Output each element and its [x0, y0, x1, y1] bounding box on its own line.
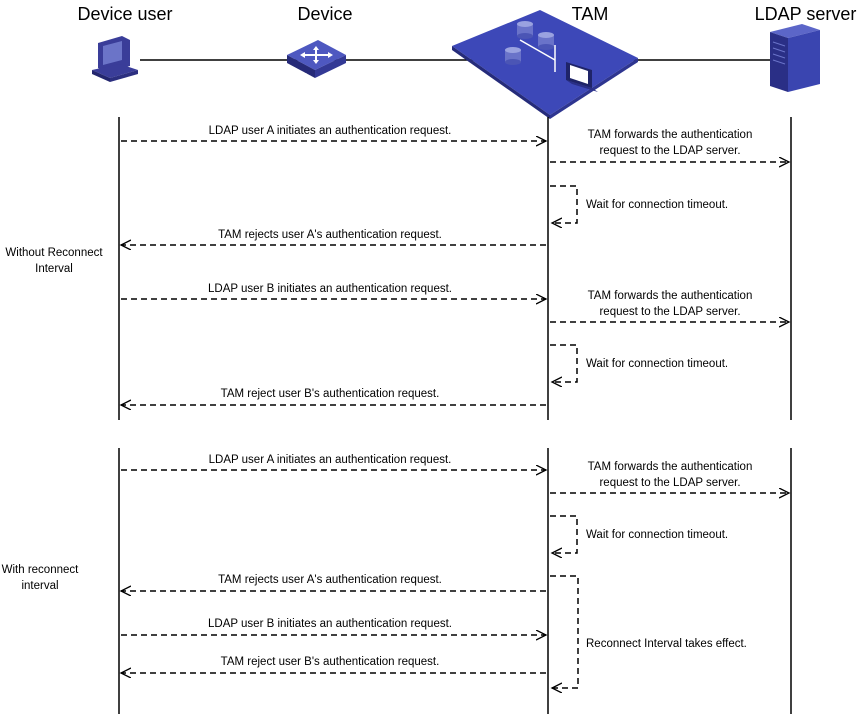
- loop-note: Wait for connection timeout.: [586, 358, 729, 370]
- actor-label-device: Device: [297, 4, 353, 24]
- message-label: LDAP user B initiates an authentication …: [208, 283, 452, 295]
- database-icon: [505, 47, 521, 65]
- self-loop-arrow: [550, 575, 579, 688]
- message-label-line: request to the LDAP server.: [599, 145, 741, 157]
- message-label: TAM rejects user A's authentication requ…: [218, 574, 442, 586]
- database-icon: [517, 21, 533, 39]
- message-label: TAM forwards the authentication request …: [560, 127, 780, 159]
- self-loop-arrow: [550, 515, 578, 553]
- actor-label-device-user: Device user: [77, 4, 173, 24]
- message-label: TAM rejects user A's authentication requ…: [218, 229, 442, 241]
- message-label-line: TAM forwards the authentication: [587, 129, 753, 141]
- message-label-line: request to the LDAP server.: [599, 306, 741, 318]
- reconnect-interval-note: Reconnect Interval takes effect.: [586, 638, 747, 650]
- message-label: TAM reject user B's authentication reque…: [220, 388, 440, 400]
- message-label: LDAP user A initiates an authentication …: [208, 125, 452, 137]
- self-loop-arrow: [550, 185, 578, 223]
- message-label-line: request to the LDAP server.: [599, 477, 741, 489]
- self-loop-arrow: [550, 344, 578, 382]
- pc-icon: [92, 36, 138, 82]
- message-label-line: TAM forwards the authentication: [587, 461, 753, 473]
- loop-note: Wait for connection timeout.: [586, 529, 729, 541]
- section-label-with-reconnect: With reconnect interval: [1, 564, 79, 592]
- message-label: LDAP user A initiates an authentication …: [208, 454, 452, 466]
- lifelines: [118, 117, 792, 714]
- section-label-without-reconnect: Without Reconnect Interval: [5, 247, 103, 275]
- tam-server-icon: [452, 10, 638, 119]
- message-label: LDAP user B initiates an authentication …: [208, 618, 452, 630]
- laptop-icon: [566, 62, 598, 92]
- message-label: TAM forwards the authentication request …: [560, 288, 780, 320]
- message-label-line: TAM forwards the authentication: [587, 290, 753, 302]
- message-label: TAM forwards the authentication request …: [560, 459, 780, 491]
- actor-label-tam: TAM: [571, 4, 609, 24]
- message-label: TAM reject user B's authentication reque…: [220, 656, 440, 668]
- actor-label-ldap-server: LDAP server: [754, 4, 857, 24]
- loop-note: Wait for connection timeout.: [586, 199, 729, 211]
- server-tower-icon: [770, 24, 820, 92]
- database-icon: [538, 32, 554, 50]
- switch-icon: SWITCH: [287, 40, 346, 81]
